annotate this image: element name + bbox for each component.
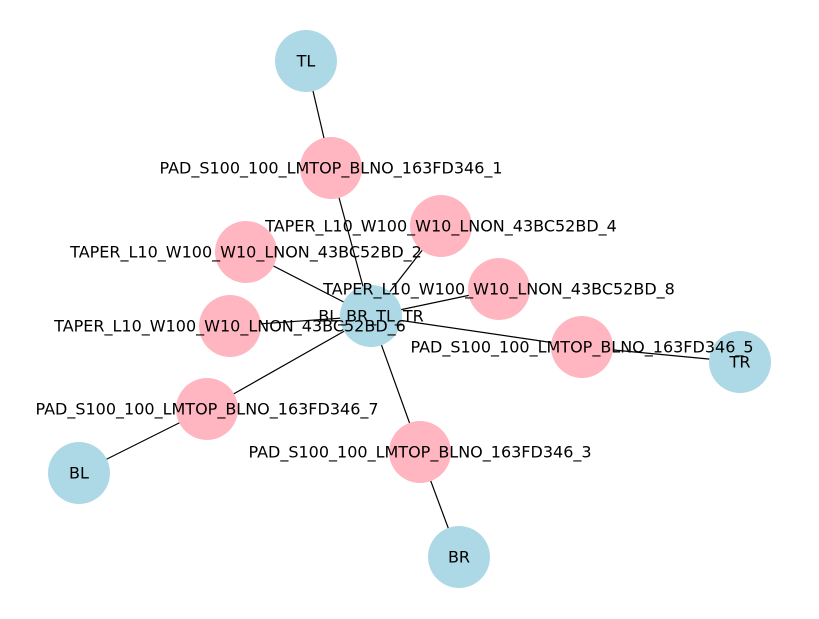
node-taper6 bbox=[199, 295, 261, 357]
node-label-tr: TR bbox=[729, 353, 751, 372]
node-label-taper4: TAPER_L10_W100_W10_LNON_43BC52BD_4 bbox=[264, 217, 617, 237]
labels-layer: BL_BR_TL_TR TL TR BL BR PAD_S100_100_LMTOP_BL… bbox=[35, 52, 753, 567]
node-tr bbox=[709, 331, 771, 393]
edge-pad5-center bbox=[370, 315, 583, 348]
node-center bbox=[340, 285, 402, 347]
node-label-center: BL_BR_TL_TR bbox=[318, 307, 424, 327]
node-pad7 bbox=[176, 378, 238, 440]
node-label-pad1: PAD_S100_100_LMTOP_BLNO_163FD346_1 bbox=[159, 159, 502, 179]
node-label-taper6: TAPER_L10_W100_W10_LNON_43BC52BD_6 bbox=[53, 317, 406, 337]
node-label-pad5: PAD_S100_100_LMTOP_BLNO_163FD346_5 bbox=[410, 338, 753, 358]
edge-pad7-center bbox=[206, 315, 372, 410]
node-label-pad3: PAD_S100_100_LMTOP_BLNO_163FD346_3 bbox=[248, 443, 591, 463]
node-bl bbox=[48, 442, 110, 504]
node-taper2 bbox=[215, 221, 277, 283]
node-br bbox=[428, 526, 490, 588]
node-pad1 bbox=[300, 137, 362, 199]
node-label-taper2: TAPER_L10_W100_W10_LNON_43BC52BD_2 bbox=[69, 243, 422, 263]
node-label-pad7: PAD_S100_100_LMTOP_BLNO_163FD346_7 bbox=[35, 400, 378, 420]
node-label-taper8: TAPER_L10_W100_W10_LNON_43BC52BD_8 bbox=[322, 280, 675, 300]
node-pad5 bbox=[551, 316, 613, 378]
node-label-tl: TL bbox=[296, 52, 316, 71]
node-tl bbox=[275, 30, 337, 92]
node-taper8 bbox=[468, 258, 530, 320]
node-label-br: BR bbox=[448, 548, 470, 567]
nodes-layer bbox=[48, 30, 771, 588]
node-label-bl: BL bbox=[69, 464, 89, 483]
node-taper4 bbox=[410, 195, 472, 257]
node-pad3 bbox=[389, 421, 451, 483]
